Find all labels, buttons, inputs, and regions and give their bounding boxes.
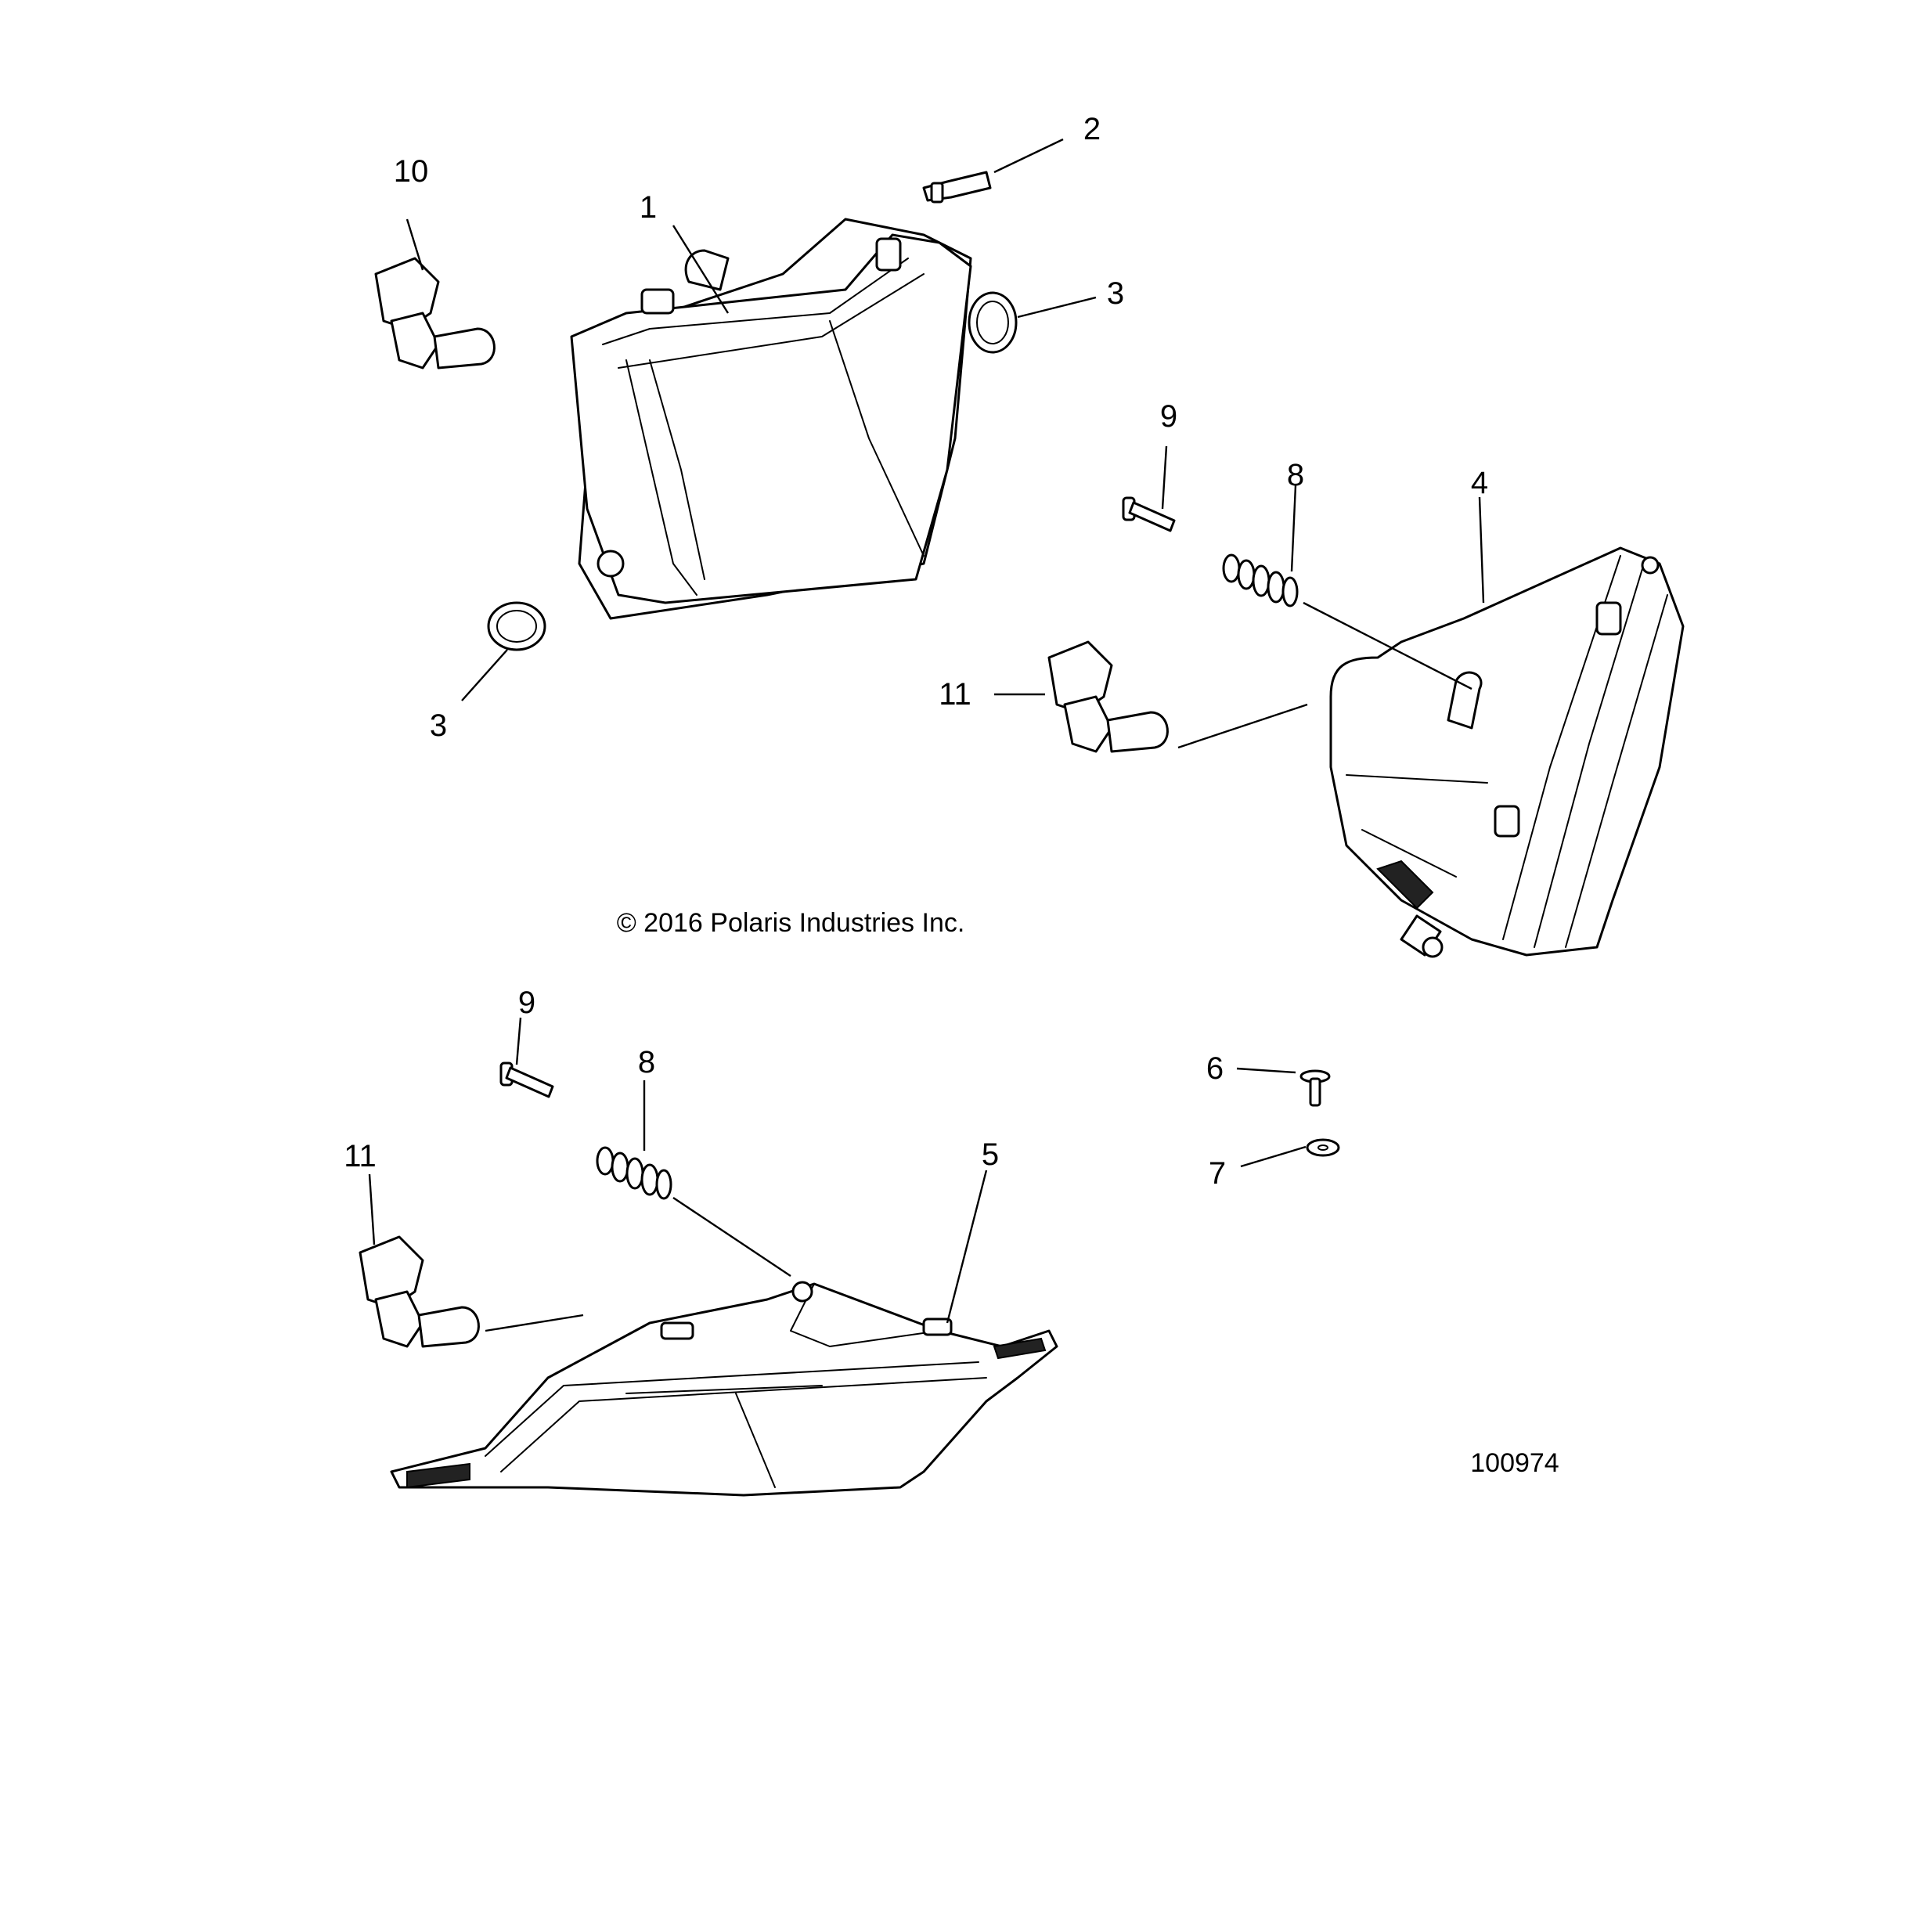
grommet-3-lower: [487, 601, 546, 651]
callout-8-lower: 8: [638, 1045, 655, 1080]
callout-11-lower: 11: [344, 1139, 377, 1173]
callout-6: 6: [1206, 1051, 1224, 1086]
callout-5: 5: [982, 1137, 999, 1172]
spring-8-upper: [1222, 553, 1299, 607]
copyright-notice: © 2016 Polaris Industries Inc.: [617, 908, 965, 938]
callout-11-upper: 11: [939, 677, 971, 712]
bulb-11-lower: [359, 1235, 480, 1348]
headlamp-housing-5: [390, 1281, 1058, 1497]
callout-9-upper: 9: [1160, 399, 1177, 434]
headlamp-housing-1: [570, 218, 972, 620]
headlamp-housing-4: [1329, 546, 1685, 958]
callout-8-upper: 8: [1287, 458, 1304, 492]
callout-1: 1: [640, 190, 657, 225]
bulb-11-upper: [1047, 640, 1169, 753]
callout-10: 10: [394, 154, 429, 189]
leader-lines: [368, 138, 1485, 1332]
rivet-2: [922, 171, 992, 204]
screw-9-lower: [499, 1062, 554, 1098]
screw-9-upper: [1122, 496, 1176, 532]
spring-8-lower: [596, 1146, 672, 1200]
callout-4: 4: [1471, 466, 1488, 500]
screw-6: [1299, 1069, 1331, 1107]
callout-7: 7: [1209, 1156, 1226, 1191]
grommet-3-upper: [968, 291, 1018, 354]
callout-3-upper: 3: [1107, 276, 1124, 311]
callout-3-lower: 3: [430, 708, 447, 743]
callout-2: 2: [1083, 112, 1101, 146]
washer-7: [1306, 1138, 1340, 1157]
figure-number: 100974: [1470, 1448, 1559, 1478]
callout-9-lower: 9: [518, 986, 535, 1020]
bulb-10: [374, 257, 496, 369]
